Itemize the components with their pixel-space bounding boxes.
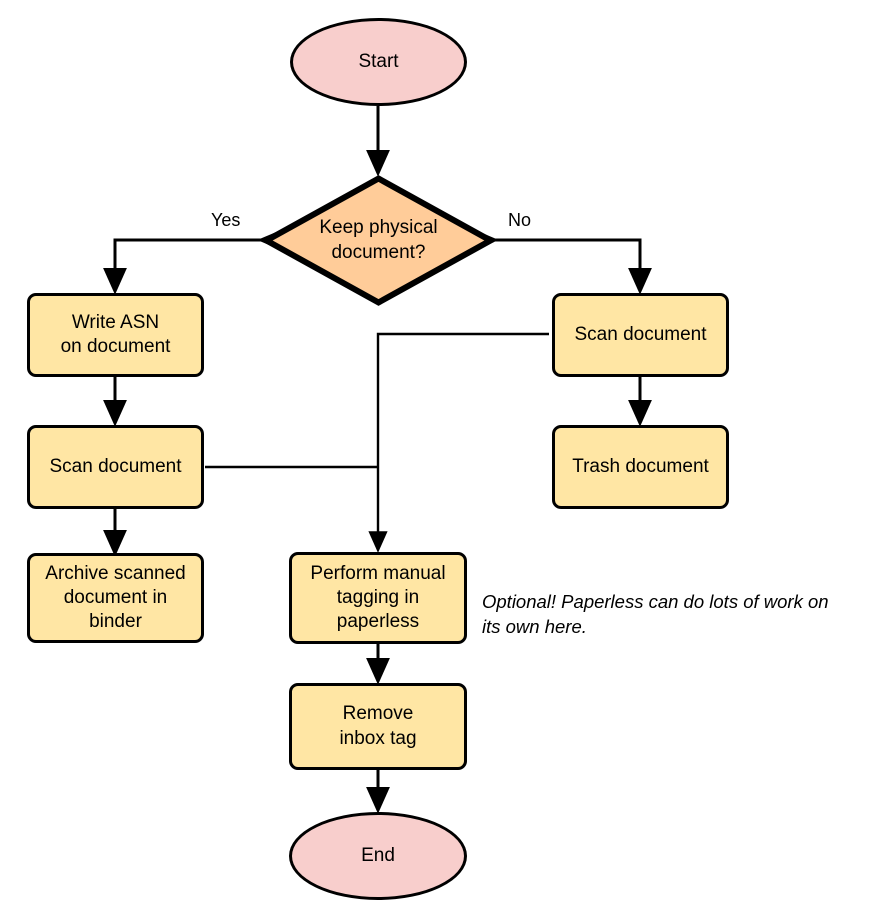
node-remove-inbox-tag-label: Remove inbox tag: [339, 703, 417, 749]
node-decision-label: Keep physical document?: [319, 217, 438, 263]
edge-scan-right-to-manual-tagging: [368, 332, 549, 553]
node-perform-manual-tagging[interactable]: Perform manual tagging in paperless: [289, 552, 467, 644]
annotation-optional-note: Optional! Paperless can do lots of work …: [482, 591, 829, 637]
edge-yes-to-write-asn: [103, 227, 288, 295]
node-scan-document-left[interactable]: Scan document: [27, 425, 204, 509]
edge-label-no: No: [508, 210, 532, 230]
node-archive-scanned-document-label: Archive scanned document in binder: [45, 562, 186, 633]
node-scan-document-left-label: Scan document: [49, 455, 182, 477]
node-trash-document[interactable]: Trash document: [552, 425, 729, 509]
node-end[interactable]: End: [289, 812, 467, 900]
node-end-label: End: [361, 844, 395, 866]
node-decision-keep-physical-document[interactable]: Keep physical document?: [263, 175, 494, 306]
node-perform-manual-tagging-label: Perform manual tagging in paperless: [310, 562, 446, 633]
diamond-shape: [263, 175, 494, 306]
edge-label-yes: Yes: [211, 210, 241, 230]
node-write-asn[interactable]: Write ASN on document: [27, 293, 204, 377]
node-archive-scanned-document[interactable]: Archive scanned document in binder: [27, 553, 204, 643]
node-remove-inbox-tag[interactable]: Remove inbox tag: [289, 683, 467, 770]
node-start-label: Start: [358, 50, 399, 72]
node-write-asn-label: Write ASN on document: [60, 311, 171, 357]
edge-no-to-scan-right: [468, 227, 652, 295]
node-scan-document-right[interactable]: Scan document: [552, 293, 729, 377]
node-trash-document-label: Trash document: [572, 455, 709, 477]
node-start[interactable]: Start: [290, 18, 467, 106]
node-scan-document-right-label: Scan document: [574, 323, 707, 345]
